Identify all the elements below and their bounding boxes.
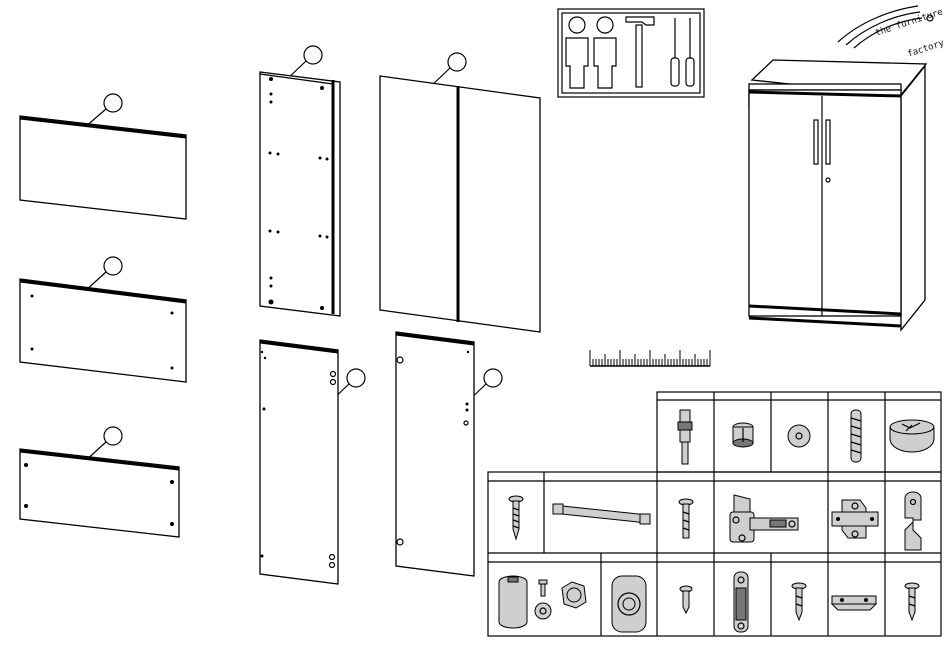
- cam-lock-icon: [733, 423, 753, 447]
- panel-back: [380, 53, 540, 332]
- screwdriver-icon: [686, 18, 694, 86]
- screw-icon: [905, 583, 919, 620]
- cap-bowl-icon: [890, 420, 934, 452]
- long-screw-icon: [509, 496, 523, 539]
- ruler-icon: [590, 350, 710, 366]
- assembled-cabinet-illustration: [749, 60, 926, 330]
- hinge-plate-icon: [832, 500, 878, 538]
- person-icon: [566, 17, 588, 88]
- washer-icon: [788, 425, 810, 447]
- panel-side-left: [260, 46, 340, 316]
- panel-top: [20, 94, 186, 219]
- panel-bottom: [20, 427, 179, 537]
- dowel-icon: [851, 410, 861, 462]
- hardware-table: [488, 392, 941, 636]
- screw-icon: [792, 583, 806, 620]
- short-screw-icon: [680, 586, 692, 613]
- person-icon: [594, 17, 616, 88]
- angle-bracket-icon: [832, 596, 876, 610]
- lock-plate-icon: [612, 576, 646, 632]
- cam-bolt-icon: [678, 410, 692, 464]
- handle-bar-icon: [553, 504, 650, 524]
- lock-bolt-icon: [734, 572, 748, 632]
- brand-name-line1: the furniture: [874, 4, 950, 38]
- panel-side-right: [260, 340, 365, 584]
- hammer-icon: [626, 17, 654, 87]
- lock-cylinder-set-icon: [499, 576, 586, 628]
- screwdriver-icon: [671, 18, 679, 86]
- panel-door: [396, 332, 502, 576]
- hinge-icon: [730, 495, 798, 542]
- panel-shelf: [20, 257, 186, 382]
- bracket-clip-icon: [905, 492, 921, 550]
- screw-icon: [679, 499, 693, 538]
- required-tools-box: [558, 9, 704, 97]
